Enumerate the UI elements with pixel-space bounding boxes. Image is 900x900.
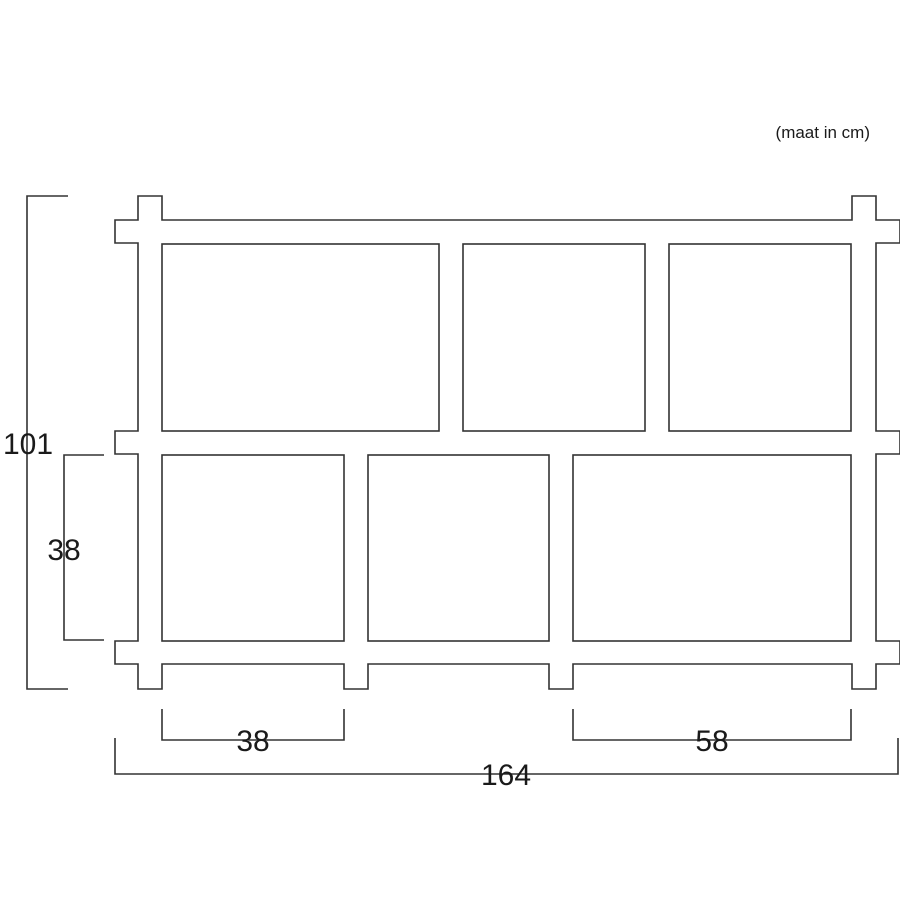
dimension-line-total-height [26, 195, 68, 690]
dimension-total-width: 164 [481, 759, 531, 792]
pane-bottom-middle [367, 454, 550, 642]
pane-top-right [668, 243, 852, 432]
pane-top-left [161, 243, 440, 432]
dimension-line-large-width [572, 709, 852, 741]
pane-bottom-right [572, 454, 852, 642]
pane-bottom-left [161, 454, 345, 642]
dimension-large-width: 58 [695, 725, 728, 758]
dimension-small-width: 38 [236, 725, 269, 758]
dimension-line-total-width [114, 738, 899, 775]
dimension-total-height: 101 [3, 428, 53, 461]
dimension-row-height: 38 [47, 534, 80, 567]
dimension-line-small-width [161, 709, 345, 741]
unit-note: (maat in cm) [776, 123, 870, 142]
dimension-line-row-height [63, 454, 104, 641]
pane-top-middle [462, 243, 646, 432]
